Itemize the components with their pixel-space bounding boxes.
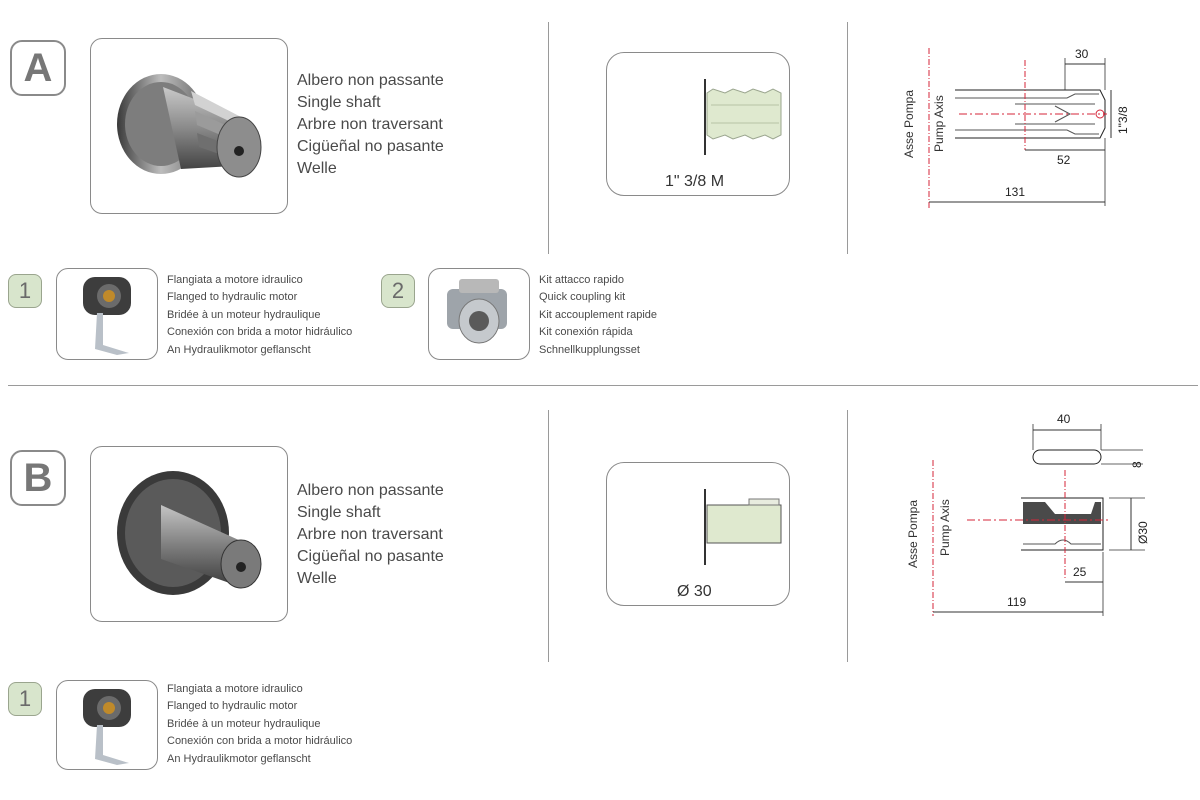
profile-label: Ø 30	[677, 583, 712, 600]
axis-label-it: Asse Pompa	[906, 500, 920, 568]
section-divider	[8, 385, 1198, 386]
section-a-description: Albero non passante Single shaft Arbre n…	[297, 70, 444, 180]
axis-label-en: Pump Axis	[932, 95, 946, 152]
accessory-number-badge: 1	[8, 682, 42, 716]
accessory-line: Conexión con brida a motor hidráulico	[167, 735, 353, 748]
hydraulic-motor-image	[83, 277, 131, 355]
quick-coupling-image	[447, 279, 507, 344]
section-a-shaft-photo	[90, 38, 288, 214]
section-b-description: Albero non passante Single shaft Arbre n…	[297, 480, 444, 590]
divider	[548, 410, 549, 662]
profile-label: 1" 3/8 M	[665, 173, 725, 190]
description-line: Welle	[297, 570, 337, 587]
accessory-photo-coupling	[428, 268, 530, 360]
description-line: Cigüeñal no pasante	[297, 138, 444, 155]
description-line: Single shaft	[297, 94, 381, 111]
accessory-line: An Hydraulikmotor geflanscht	[167, 752, 311, 765]
description-line: Arbre non traversant	[297, 116, 443, 133]
accessory-photo-motor	[56, 680, 158, 770]
accessory-line: Flangiata a motore idraulico	[167, 274, 303, 286]
accessory-number-badge: 1	[8, 274, 42, 308]
description-line: Arbre non traversant	[297, 526, 443, 543]
spline-profile-icon	[704, 79, 782, 155]
accessory-line: Flangiata a motore idraulico	[167, 683, 303, 695]
dim-label: 25	[1073, 565, 1087, 579]
dim-label: Ø30	[1136, 521, 1150, 544]
section-a-profile-box: 1" 3/8 M	[606, 52, 790, 196]
plain-profile-icon	[704, 489, 782, 565]
axis-label-it: Asse Pompa	[902, 90, 916, 158]
description-line: Cigüeñal no pasante	[297, 548, 444, 565]
hydraulic-motor-image	[83, 689, 131, 765]
section-a-badge: A	[10, 40, 66, 96]
section-b-technical-drawing: Asse Pompa Pump Axis 40 8 Ø30 25 119	[906, 412, 1150, 616]
description-line: Single shaft	[297, 504, 381, 521]
description-line: Albero non passante	[297, 482, 444, 499]
dim-label: 30	[1075, 47, 1089, 61]
dim-label: 131	[1005, 185, 1025, 199]
description-line: Welle	[297, 160, 337, 177]
section-b-profile-box: Ø 30	[606, 462, 790, 606]
divider	[847, 22, 848, 254]
accessory-line: Kit attacco rapido	[539, 274, 624, 286]
section-b-shaft-photo	[90, 446, 288, 622]
dim-label: 40	[1057, 412, 1071, 426]
description-line: Albero non passante	[297, 72, 444, 89]
section-a-technical-drawing: Asse Pompa Pump Axis 30 1"3/8 52 131	[902, 47, 1130, 208]
dim-label: 119	[1007, 595, 1026, 609]
axis-label-en: Pump Axis	[938, 499, 952, 556]
accessory-line: Schnellkupplungsset	[539, 343, 640, 356]
plain-shaft-image	[117, 471, 262, 595]
divider	[548, 22, 549, 254]
accessory-line: Kit accouplement rapide	[539, 308, 658, 321]
accessory-number-badge: 2	[381, 274, 415, 308]
accessory-line: Conexión con brida a motor hidráulico	[167, 326, 353, 339]
accessory-description: Kit attacco rapido Quick coupling kit Ki…	[539, 272, 657, 359]
spline-shaft-image	[117, 74, 262, 178]
accessory-line: An Hydraulikmotor geflanscht	[167, 343, 311, 356]
accessory-line: Bridée à un moteur hydraulique	[167, 717, 321, 730]
accessory-line: Flanged to hydraulic motor	[167, 291, 298, 304]
accessory-line: Flanged to hydraulic motor	[167, 700, 298, 713]
section-b-badge: B	[10, 450, 66, 506]
accessory-photo-motor	[56, 268, 158, 360]
dim-label: 8	[1130, 461, 1144, 468]
accessory-description: Flangiata a motore idraulico Flanged to …	[167, 272, 352, 359]
dim-label: 52	[1057, 153, 1071, 167]
accessory-line: Bridée à un moteur hydraulique	[167, 308, 321, 321]
divider	[847, 410, 848, 662]
dim-label: 1"3/8	[1116, 106, 1130, 134]
accessory-description: Flangiata a motore idraulico Flanged to …	[167, 681, 352, 768]
accessory-line: Quick coupling kit	[539, 291, 626, 304]
accessory-line: Kit conexión rápida	[539, 326, 633, 339]
